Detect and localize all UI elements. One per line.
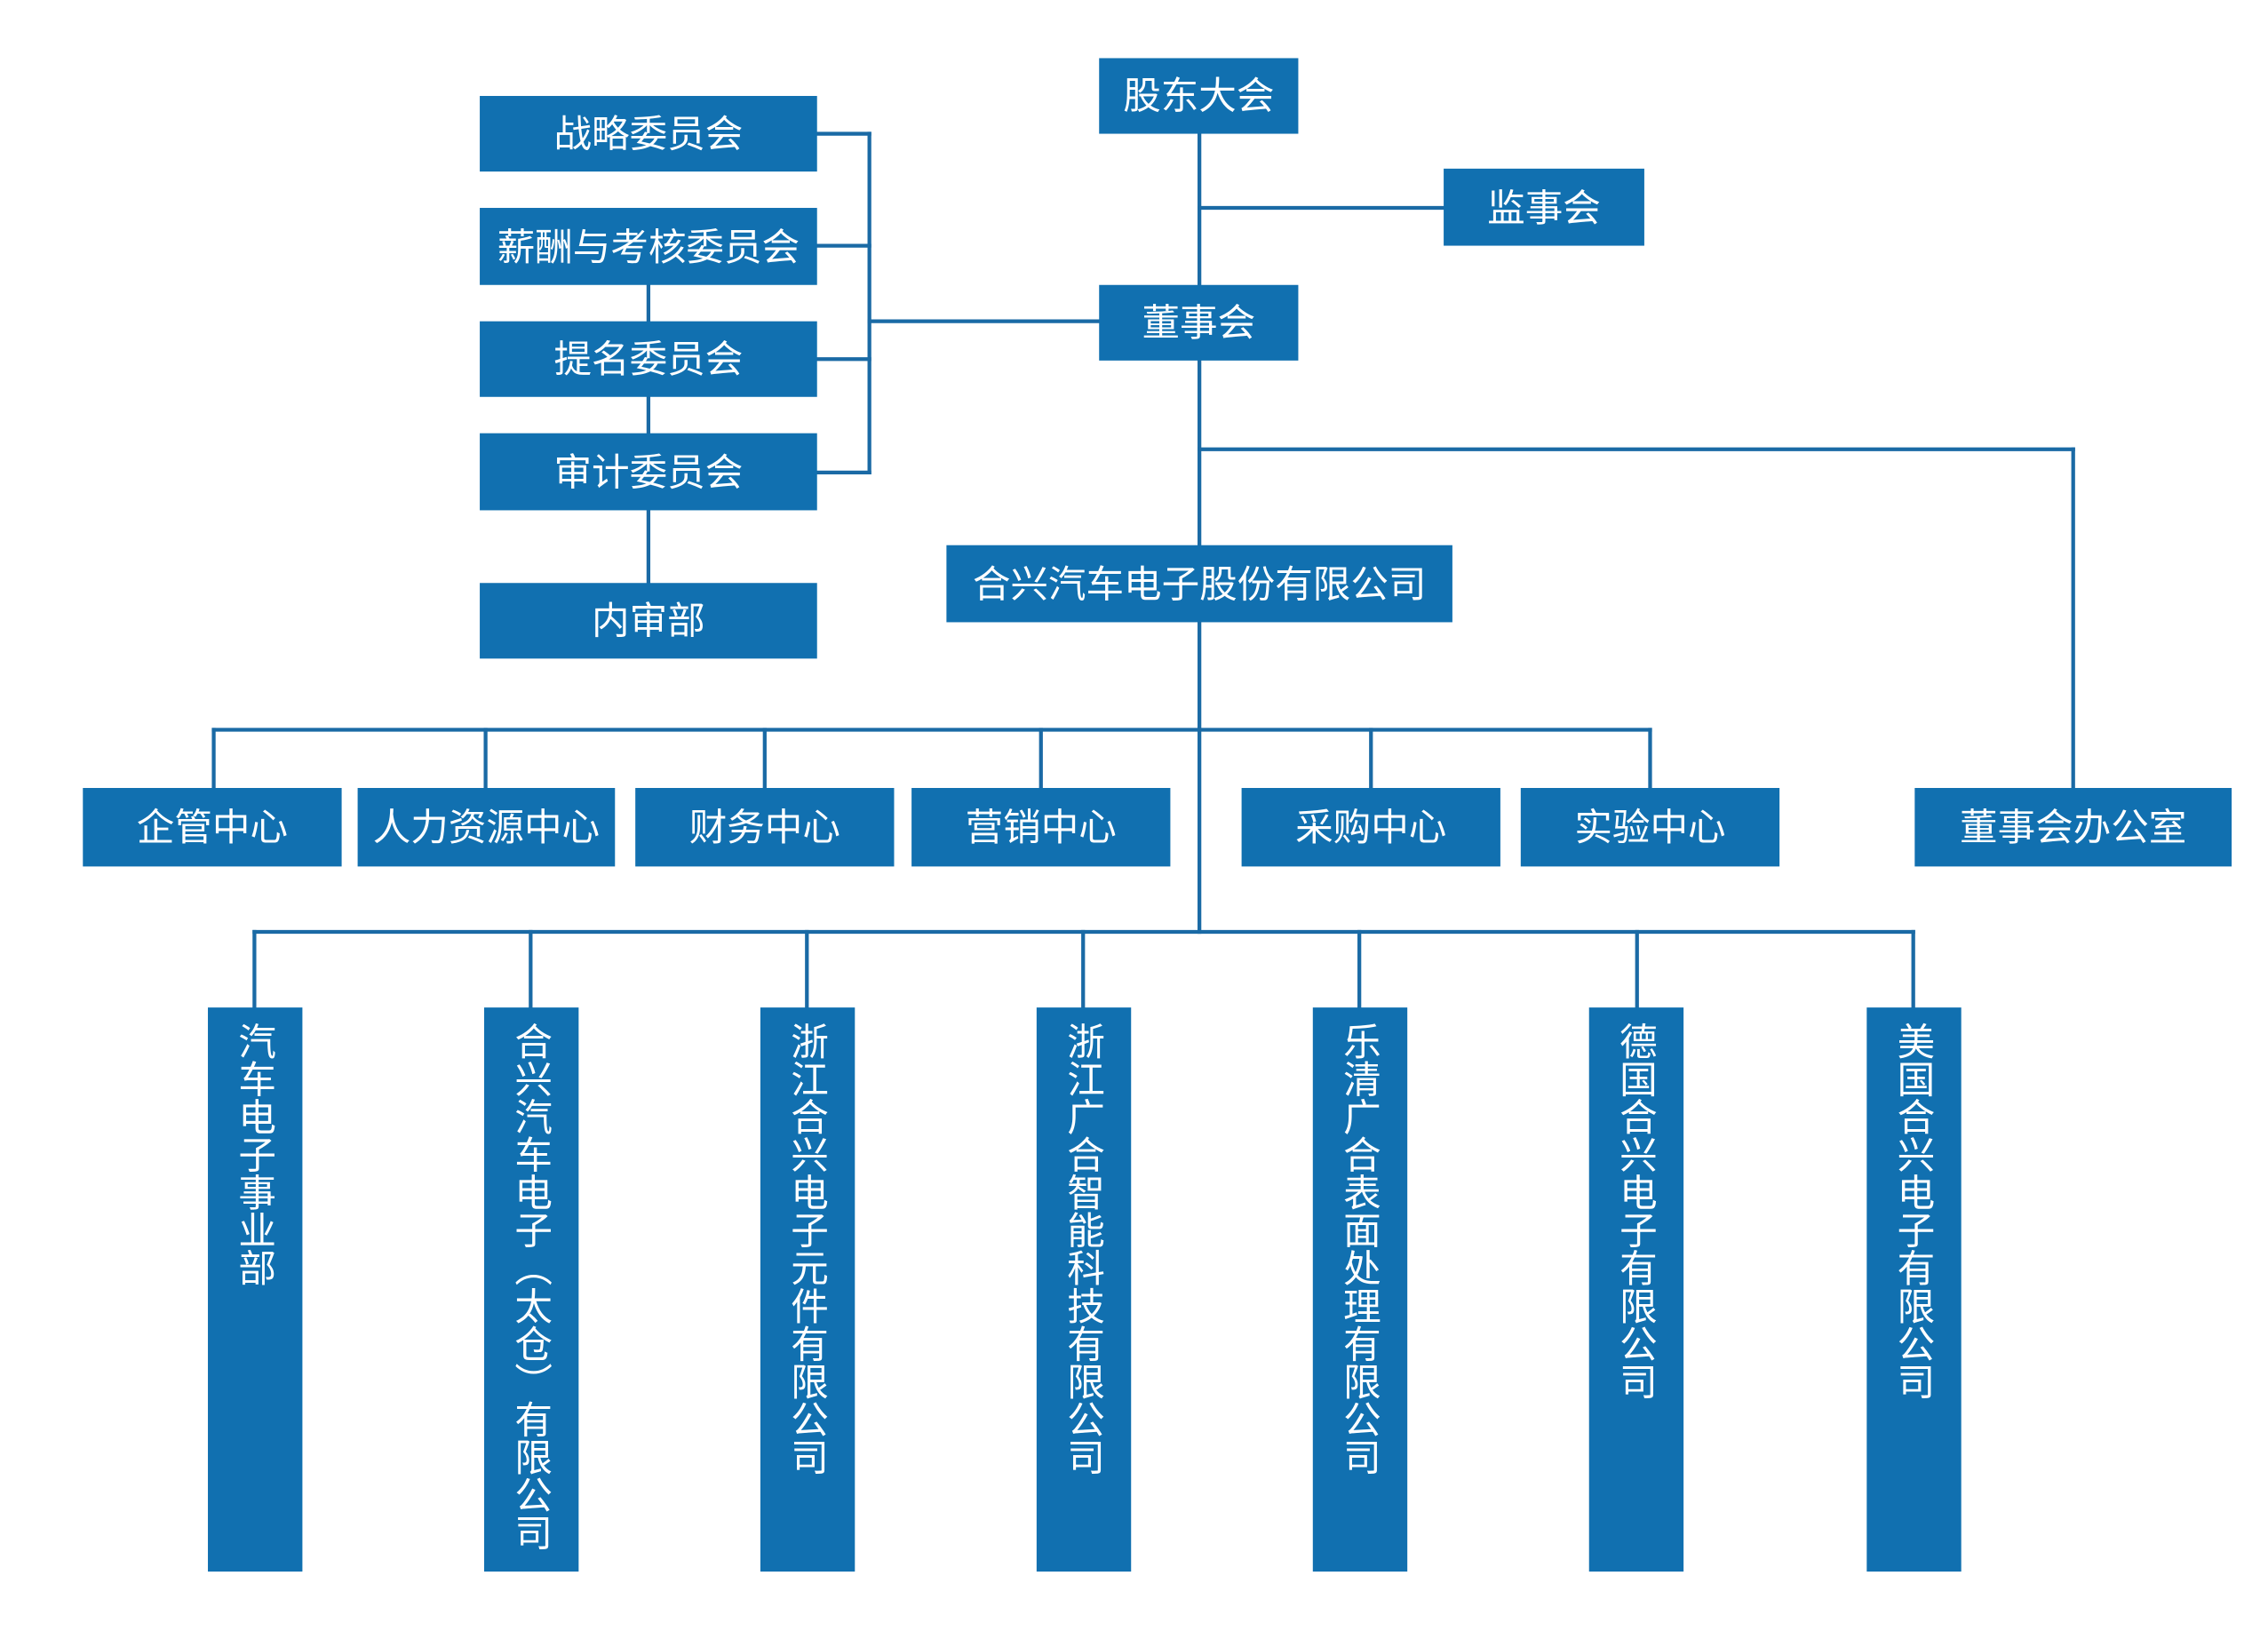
subsidiary-box: 浙江广合智能科技有限公司 bbox=[1036, 1007, 1132, 1572]
company-box: 合兴汽车电子股份有限公司 bbox=[946, 545, 1452, 623]
board-of-directors-box: 董事会 bbox=[1099, 284, 1299, 361]
subsidiary-box: 美国合兴电子有限公司 bbox=[1866, 1007, 1962, 1572]
supervisory-board-box: 监事会 bbox=[1444, 168, 1644, 246]
subsidiary-label: 浙江合兴电子元件有限公司 bbox=[785, 1022, 830, 1476]
center-box: 营销中心 bbox=[911, 788, 1171, 867]
center-box: 实验中心 bbox=[1520, 788, 1780, 867]
subsidiary-box: 汽车电子事业部 bbox=[208, 1007, 303, 1572]
subsidiary-box: 合兴汽车电子（太仓）有限公司 bbox=[483, 1007, 579, 1572]
shareholders-meeting-box: 股东大会 bbox=[1099, 58, 1299, 134]
subsidiary-label: 乐清广合表面处理有限公司 bbox=[1338, 1022, 1382, 1476]
nomination-committee-box: 提名委员会 bbox=[480, 321, 817, 397]
board-office-box: 董事会办公室 bbox=[1914, 788, 2232, 867]
subsidiary-box: 乐清广合表面处理有限公司 bbox=[1312, 1007, 1408, 1572]
subsidiary-label: 汽车电子事业部 bbox=[233, 1022, 277, 1287]
subsidiary-label: 合兴汽车电子（太仓）有限公司 bbox=[509, 1022, 553, 1552]
subsidiary-label: 浙江广合智能科技有限公司 bbox=[1062, 1022, 1106, 1476]
subsidiary-box: 浙江合兴电子元件有限公司 bbox=[760, 1007, 855, 1572]
subsidiary-box: 德国合兴电子有限公司 bbox=[1588, 1007, 1684, 1572]
strategy-committee-box: 战略委员会 bbox=[480, 96, 817, 172]
center-box: 人力资源中心 bbox=[357, 788, 616, 867]
remuneration-committee-box: 薪酬与考核委员会 bbox=[480, 208, 817, 285]
internal-audit-dept-box: 内审部 bbox=[480, 583, 817, 659]
subsidiary-label: 美国合兴电子有限公司 bbox=[1891, 1022, 1937, 1400]
center-box: 企管中心 bbox=[83, 788, 342, 867]
subsidiary-label: 德国合兴电子有限公司 bbox=[1614, 1022, 1659, 1400]
center-box: 采购中心 bbox=[1241, 788, 1500, 867]
center-box: 财务中心 bbox=[635, 788, 895, 867]
audit-committee-box: 审计委员会 bbox=[480, 433, 817, 511]
